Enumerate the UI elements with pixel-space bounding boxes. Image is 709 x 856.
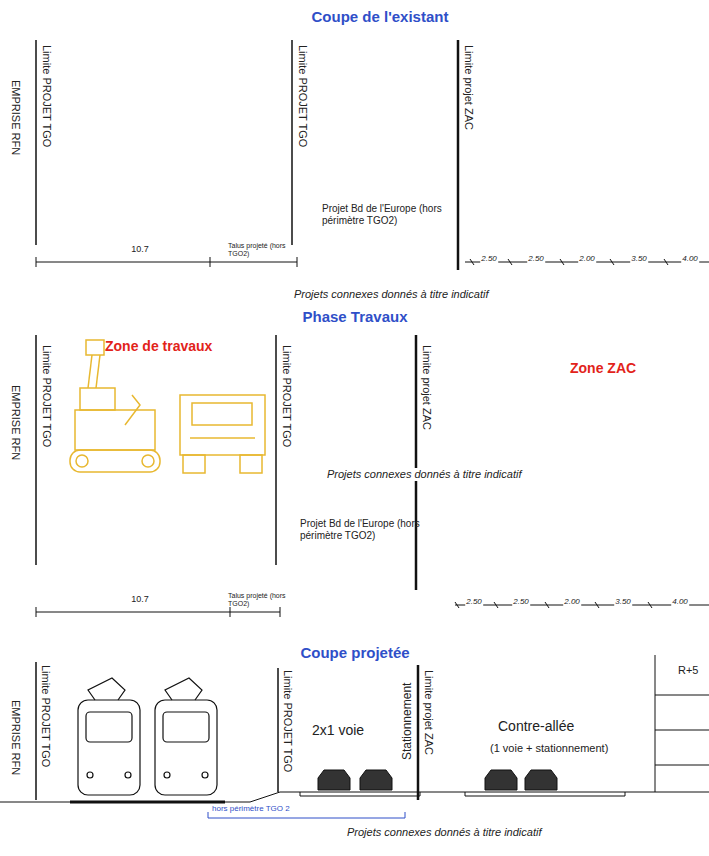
label: R+5 xyxy=(678,664,699,677)
label: Projets connexes donnés à titre indicati… xyxy=(292,288,490,301)
label: (1 voie + stationnement) xyxy=(490,742,608,755)
label: Contre-allée xyxy=(498,718,574,734)
section-title: Phase Travaux xyxy=(302,308,407,325)
dimension: 2.50 xyxy=(465,597,483,606)
label: Projet Bd de l'Europe (hors périmètre TG… xyxy=(300,518,440,541)
dimension: 4.00 xyxy=(681,254,699,263)
label: Limite PROJET TGO xyxy=(39,665,52,767)
label: Projet Bd de l'Europe (hors périmètre TG… xyxy=(322,203,462,226)
dimension: 2.00 xyxy=(578,254,596,263)
dimension: 2.50 xyxy=(512,597,530,606)
label: EMPRISE RFN xyxy=(9,700,22,775)
label: Zone de travaux xyxy=(105,338,212,354)
section-title: Coupe de l'existant xyxy=(312,8,449,25)
dimension: 2.50 xyxy=(527,254,545,263)
dimension: 3.50 xyxy=(630,254,648,263)
dimension: 10.7 xyxy=(130,244,150,254)
label: Limite PROJET TGO xyxy=(296,45,309,147)
label: Zone ZAC xyxy=(570,360,636,376)
label: Talus projeté (hors TGO2) xyxy=(228,592,290,608)
dimension: 4.00 xyxy=(671,597,689,606)
dimension: 2.00 xyxy=(563,597,581,606)
label: Limite projet ZAC xyxy=(420,345,433,430)
label: EMPRISE RFN xyxy=(9,385,22,460)
label: 2x1 voie xyxy=(312,722,364,738)
label: Limite PROJET TGO xyxy=(281,670,294,772)
dimension: 3.50 xyxy=(614,597,632,606)
label: Talus projeté (hors TGO2) xyxy=(228,242,290,258)
dimension: 10.7 xyxy=(130,594,150,604)
label: Projets connexes donnés à titre indicati… xyxy=(345,826,543,839)
label: Limite PROJET TGO xyxy=(280,345,293,447)
label: Limite PROJET TGO xyxy=(40,345,53,447)
label: Projets connexes donnés à titre indicati… xyxy=(325,468,523,481)
label: EMPRISE RFN xyxy=(9,80,22,155)
dimension: 2.50 xyxy=(480,254,498,263)
label: Limite projet ZAC xyxy=(462,45,475,130)
section-title: Coupe projetée xyxy=(300,644,409,661)
label: Stationnement xyxy=(401,683,415,760)
label: hors périmètre TGO 2 xyxy=(212,804,290,813)
label: Limite PROJET TGO xyxy=(40,45,53,147)
label: Limite projet ZAC xyxy=(422,670,435,755)
